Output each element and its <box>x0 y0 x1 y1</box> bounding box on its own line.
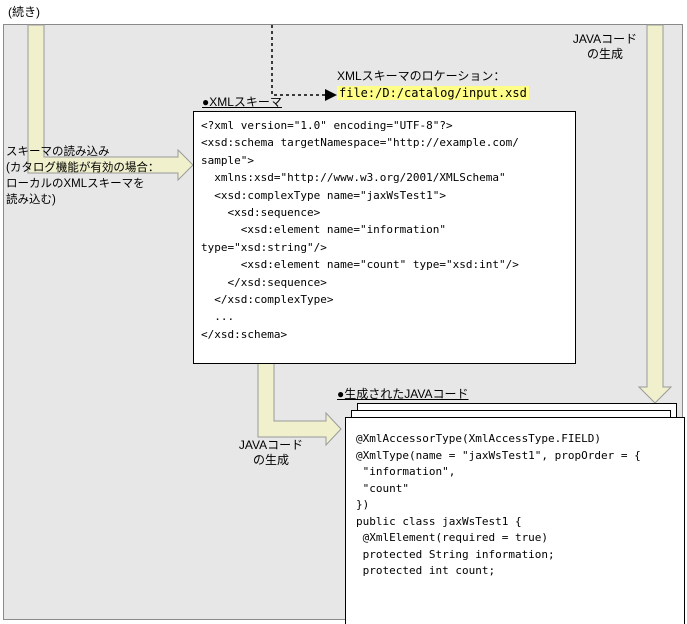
xml-schema-code-box: <?xml version="1.0" encoding="UTF-8"?> <… <box>193 111 576 364</box>
schema-read-arrow-icon <box>27 24 194 182</box>
location-dotted-line-icon <box>271 25 325 96</box>
generated-java-code-box: @XmlAccessorType(XmlAccessType.FIELD) @X… <box>345 417 685 624</box>
xml-schema-location-label: XMLスキーマのロケーション： <box>337 69 506 83</box>
java-generation-bottom-arrow-icon <box>257 352 342 447</box>
xml-schema-location-value: file:/D:/catalog/input.xsd <box>337 86 529 100</box>
location-arrowhead-icon <box>325 89 337 101</box>
xml-schema-title: ●XMLスキーマ <box>202 95 282 109</box>
java-generation-right-label: JAVAコード の生成 <box>572 32 638 61</box>
java-generation-bottom-label: JAVAコード の生成 <box>238 438 304 467</box>
continued-label: (続き) <box>8 5 40 19</box>
generated-java-title: ●生成されたJAVAコード <box>337 387 469 401</box>
schema-read-label: スキーマの読み込み (カタログ機能が有効の場合： ローカルのXMLスキーマを 読… <box>6 146 160 206</box>
java-generation-right-arrow-icon <box>637 24 673 404</box>
